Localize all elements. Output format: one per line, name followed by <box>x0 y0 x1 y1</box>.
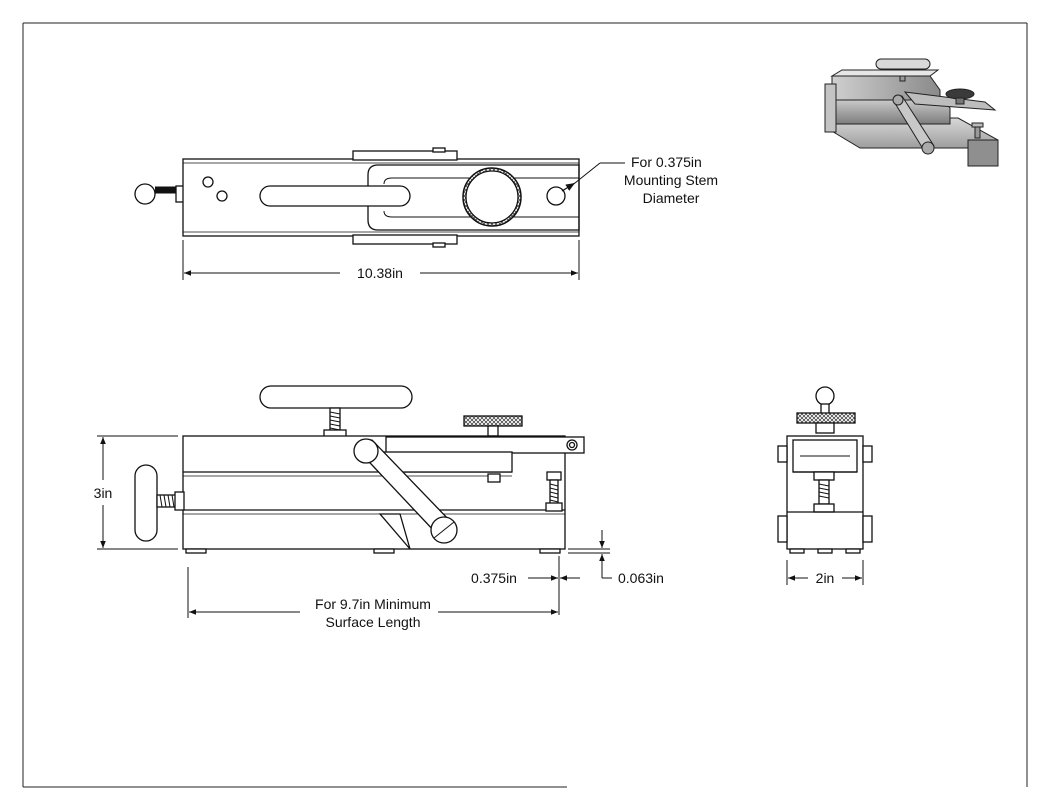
callout-leader <box>574 162 625 184</box>
sheet-border <box>22 22 1028 788</box>
height-label: 3in <box>94 485 113 501</box>
top-mounting-ball <box>134 183 186 205</box>
width-label: 2in <box>816 570 835 586</box>
top-hole-2 <box>216 190 228 202</box>
foot-height-label: 0.063in <box>618 570 664 586</box>
surface-length-line2: Surface Length <box>326 614 421 630</box>
end-ball <box>815 386 835 406</box>
end-view <box>777 386 873 554</box>
side-adjust-screw <box>546 471 562 481</box>
side-top-handle <box>259 385 413 409</box>
callout-text-line3: Diameter <box>643 190 700 206</box>
callout-text-line1: For 0.375in <box>631 154 702 170</box>
mounting-stem-hole <box>546 186 566 206</box>
top-slot <box>259 185 411 207</box>
side-knurled-knob <box>463 415 523 427</box>
dim-foot <box>528 530 612 615</box>
side-left-handle <box>134 464 158 542</box>
dim-surface-length <box>187 567 558 618</box>
dim-width <box>786 560 864 585</box>
side-view <box>134 385 585 554</box>
top-hole-1 <box>202 176 214 188</box>
dim-height <box>97 435 178 550</box>
side-arm <box>385 436 585 454</box>
isometric-view <box>824 58 999 167</box>
overall-length-label: 10.38in <box>357 265 403 281</box>
surface-length-line1: For 9.7in Minimum <box>315 596 431 612</box>
top-fork <box>367 164 580 231</box>
foot-offset-label: 0.375in <box>471 570 517 586</box>
end-knurled-knob <box>796 412 856 424</box>
top-view <box>134 147 580 248</box>
callout-text-line2: Mounting Stem <box>624 172 718 188</box>
dim-overall-length <box>182 240 580 280</box>
